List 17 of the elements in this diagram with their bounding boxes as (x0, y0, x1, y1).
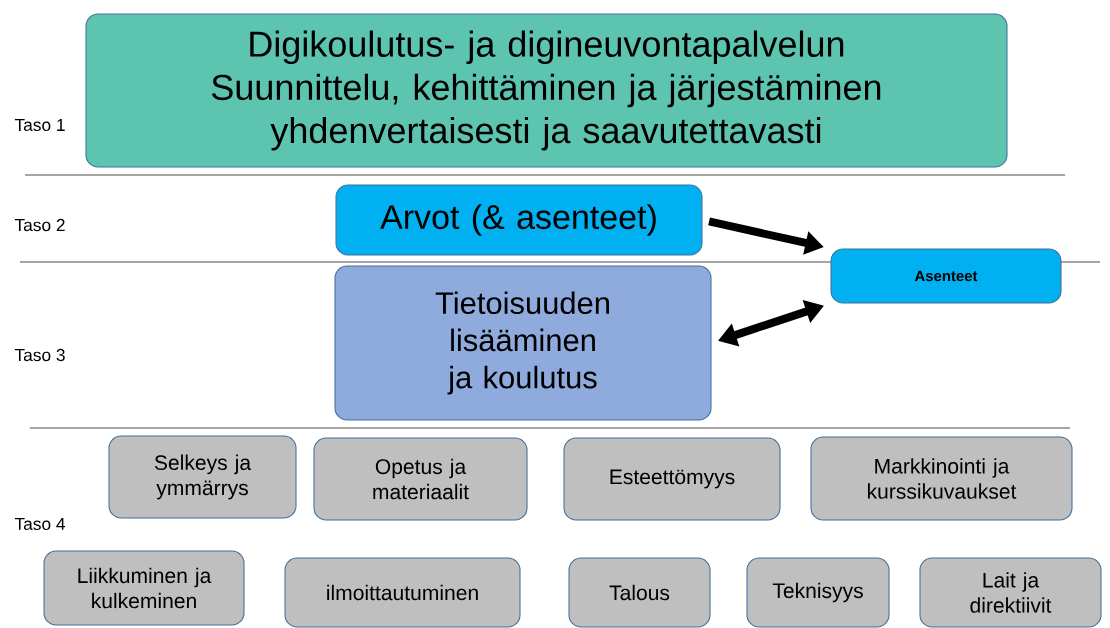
topic-box: Talous (568, 557, 711, 628)
level-label: Taso 3 (14, 348, 65, 362)
heading-box: Digikoulutus- ja digineuvontapalvelun Suunnittelu, kehittäminen ja järjestäminen yhdenvertaisesti ja saavutettavasti (85, 13, 1008, 168)
level-box: Arvot (& asenteet) (335, 184, 703, 256)
topic-box: ilmoittautuminen (284, 557, 521, 628)
topic-box: Markkinointi ja kurssikuvaukset (810, 436, 1073, 521)
level-box: Asenteet (830, 248, 1062, 304)
topic-box: Teknisyys (746, 557, 890, 628)
topic-box: Esteettömyys (563, 437, 781, 521)
level-label: Taso 1 (14, 118, 65, 132)
level-label: Taso 4 (14, 517, 66, 531)
level-box: Tietoisuuden lisääminen ja koulutus (334, 265, 712, 421)
level-label: Taso 2 (14, 218, 65, 232)
topic-box: Lait ja direktiivit (919, 557, 1102, 628)
topic-box: Liikkuminen ja kulkeminen (43, 550, 245, 626)
topic-box: Selkeys ja ymmärrys (108, 435, 297, 519)
topic-box: Opetus ja materiaalit (313, 437, 528, 521)
